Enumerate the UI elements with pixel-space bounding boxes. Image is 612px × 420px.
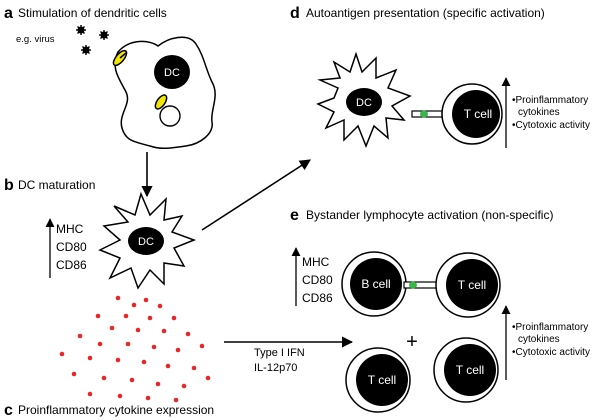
marker-cd80-e: CD80 — [302, 273, 333, 287]
marker-cd86-e: CD86 — [302, 291, 333, 305]
panel-e: e Bystander lymphocyte activation (non-s… — [290, 207, 590, 413]
marker-mhc-e: MHC — [302, 255, 330, 269]
effect-cytokines-d: cytokines — [518, 107, 560, 118]
t-cell-label-e2: T cell — [368, 373, 396, 387]
plus-sign: + — [406, 331, 418, 353]
panel-c: c Proinflammatory cytokine expression — [4, 295, 214, 419]
dc-label-b: DC — [138, 236, 154, 248]
panel-b: b DC maturation MHC CD80 CD86 DC — [4, 177, 197, 290]
panel-d-title: Autoantigen presentation (specific activ… — [306, 6, 545, 20]
panel-b-letter: b — [4, 177, 14, 194]
t-cell-nucleus-d — [452, 90, 500, 138]
immature-dc-cell — [114, 36, 216, 150]
dc-nucleus-b — [128, 227, 164, 255]
virus-label: e.g. virus — [16, 34, 55, 45]
t-cell-label-e1: T cell — [458, 278, 486, 292]
panel-e-title: Bystander lymphocyte activation (non-spe… — [306, 208, 553, 222]
t-cell-nucleus-e1 — [446, 259, 498, 311]
dc-label-d: DC — [356, 97, 372, 109]
effect-cytokines-e: cytokines — [518, 334, 560, 345]
effect-proinflammatory-d: •Proinflammatory — [512, 95, 588, 106]
dc-label-a: DC — [164, 67, 180, 79]
panel-d-letter: d — [290, 5, 300, 22]
marker-cd86-b: CD86 — [56, 258, 87, 272]
marker-cd80-b: CD80 — [56, 240, 87, 254]
panel-c-title: Proinflammatory cytokine expression — [18, 403, 214, 417]
receptor-icon — [112, 49, 128, 67]
synapse-contact-e — [409, 281, 417, 289]
panel-c-letter: c — [4, 402, 13, 419]
endosome — [159, 105, 181, 127]
panel-b-title: DC maturation — [18, 178, 95, 192]
effect-proinflammatory-e: •Proinflammatory — [512, 322, 588, 333]
panel-e-letter: e — [290, 207, 299, 224]
endosome-receptor-icon — [154, 94, 168, 110]
t-cell-label-e3: T cell — [456, 363, 484, 377]
panel-d: d Autoantigen presentation (specific act… — [290, 5, 590, 149]
signal-il-12p70: IL-12p70 — [254, 362, 297, 374]
t-cell-label-d: T cell — [464, 107, 492, 121]
panel-a-title: Stimulation of dendritic cells — [18, 6, 167, 20]
effect-cytotoxic-e: •Cytotoxic activity — [512, 347, 590, 358]
panel-a: a Stimulation of dendritic cells e.g. vi… — [4, 5, 216, 150]
signal-type-i-ifn: Type I IFN — [254, 347, 305, 359]
synapse-contact-d — [420, 110, 428, 118]
effect-cytotoxic-d: •Cytotoxic activity — [512, 120, 590, 131]
dc-nucleus-a — [154, 55, 190, 89]
t-cell-nucleus-e2 — [356, 354, 408, 406]
dc-nucleus-d — [346, 88, 382, 116]
arrow-b-to-d — [201, 159, 311, 231]
cytokine-dots — [59, 295, 211, 403]
virus-icon — [76, 25, 109, 55]
b-cell-nucleus — [350, 258, 402, 310]
marker-mhc-b: MHC — [56, 222, 84, 236]
b-cell-label: B cell — [361, 277, 390, 291]
panel-a-letter: a — [4, 5, 13, 22]
t-cell-nucleus-e3 — [444, 344, 496, 396]
